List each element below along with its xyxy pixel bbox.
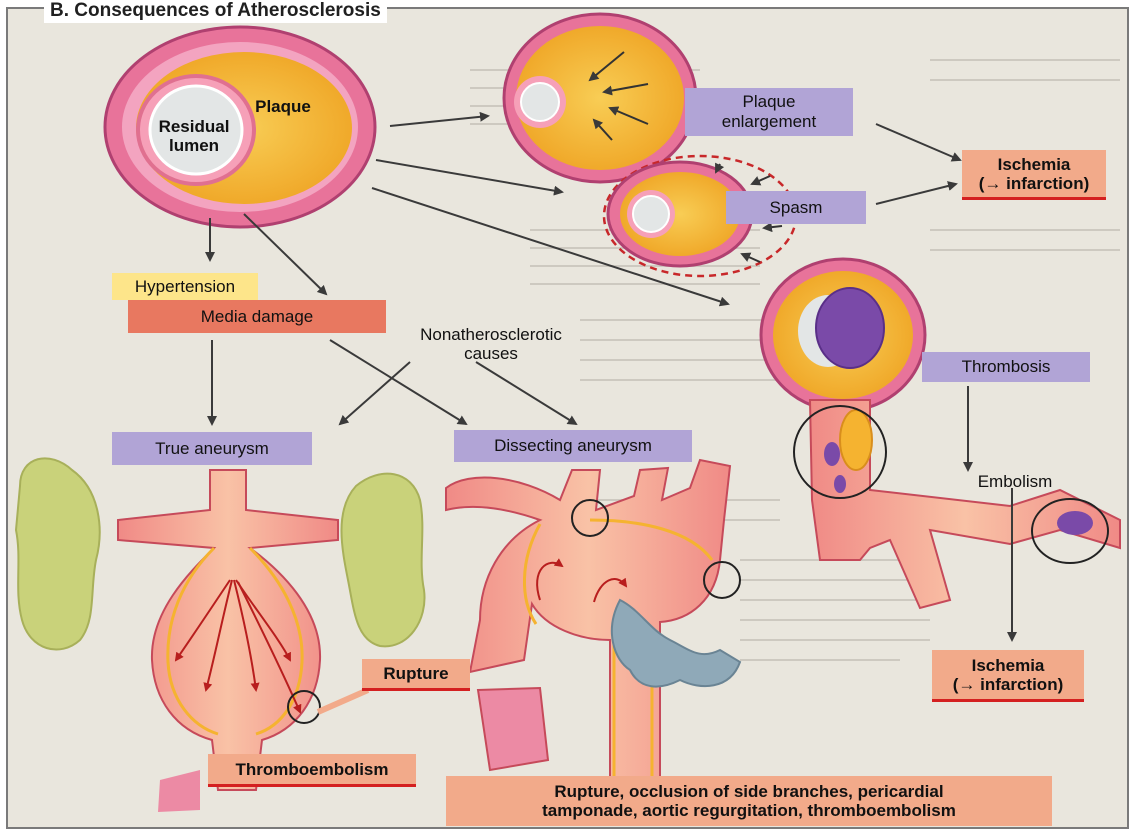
label-thromboembolism: Thromboembolism: [208, 754, 416, 787]
label-spasm: Spasm: [726, 191, 866, 224]
embolism-branch-vessel: [794, 400, 1120, 608]
label-rupture: Rupture: [362, 659, 470, 691]
label-complications: Rupture, occlusion of side branches, per…: [446, 776, 1052, 826]
label-thrombosis: Thrombosis: [922, 352, 1090, 382]
label-embolism: Embolism: [968, 472, 1062, 491]
label-ischemia-top: Ischemia (→ infarction): [962, 150, 1106, 200]
vessel-cross-section-thrombosis: [761, 259, 925, 411]
label-ischemia-bottom: Ischemia (→ infarction): [932, 650, 1084, 702]
label-nonatherosclerotic-causes: Nonatherosclerotic causes: [406, 325, 576, 363]
label-hypertension: Hypertension: [112, 273, 258, 300]
label-media-damage: Media damage: [128, 300, 386, 333]
vessel-cross-section-enlargement: [504, 14, 696, 182]
label-plaque: Plaque: [254, 97, 312, 116]
label-dissecting-aneurysm: Dissecting aneurysm: [454, 430, 692, 462]
label-plaque-enlargement: Plaque enlargement: [685, 88, 853, 136]
dissecting-aneurysm-illustration: [446, 460, 740, 800]
label-residual-lumen: Residual lumen: [146, 117, 242, 155]
figure-title: B. Consequences of Atherosclerosis: [44, 0, 387, 23]
label-true-aneurysm: True aneurysm: [112, 432, 312, 465]
